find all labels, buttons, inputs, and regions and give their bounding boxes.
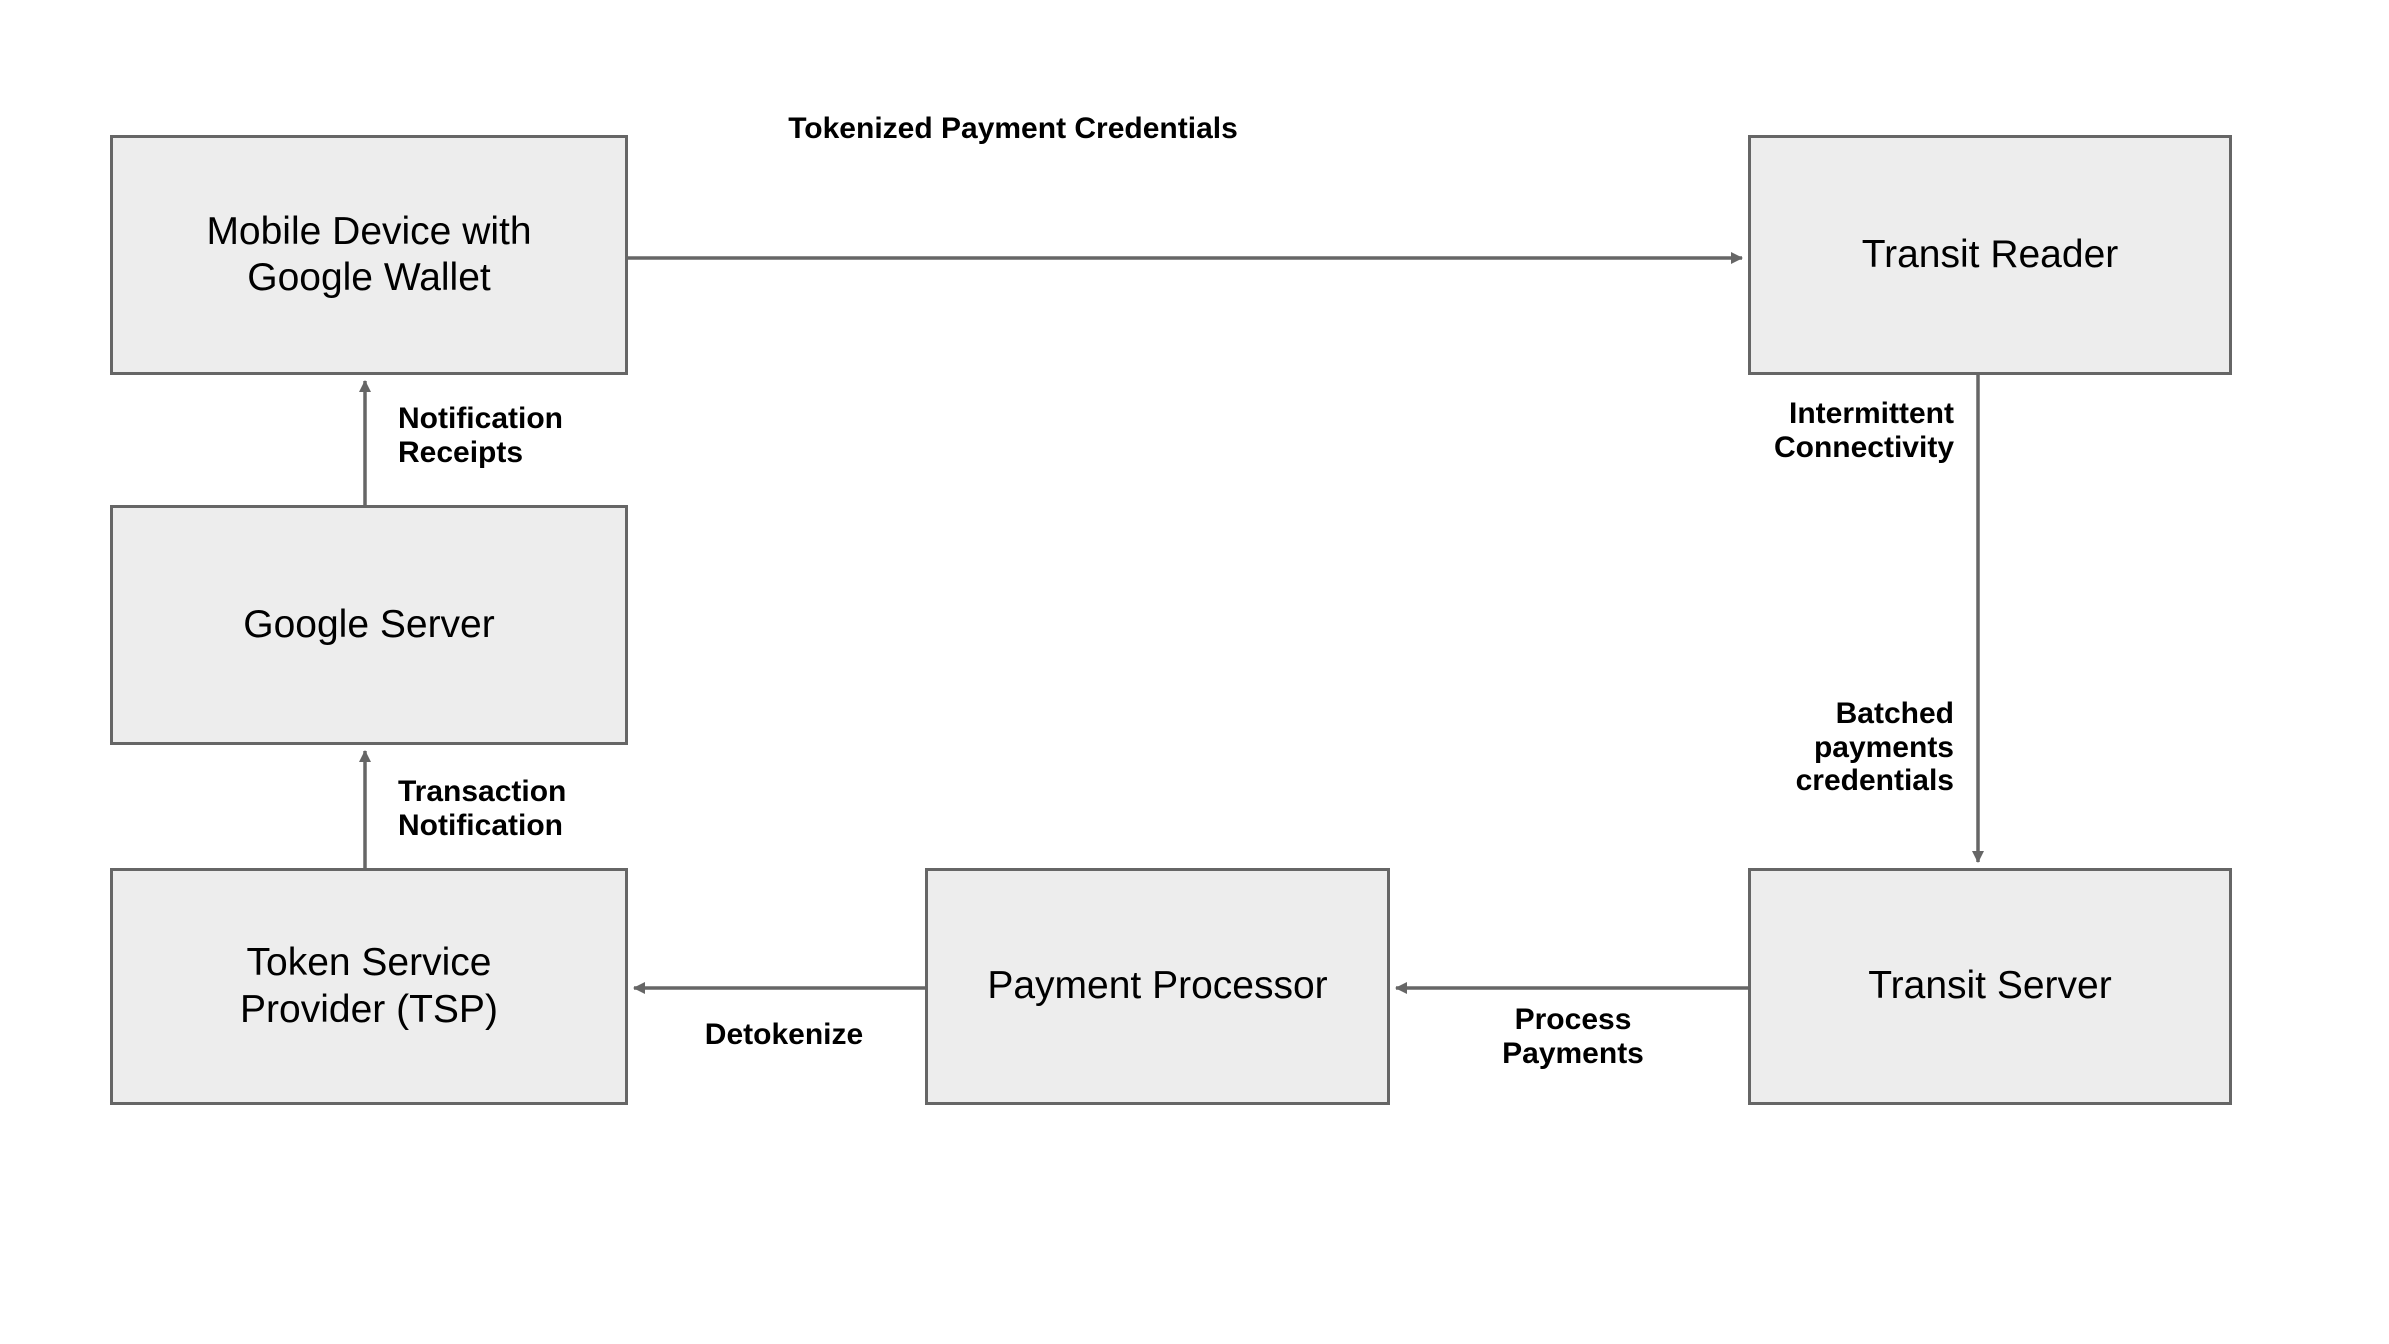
- edge-label-tokenized-payment-credentials: Tokenized Payment Credentials: [788, 112, 1238, 145]
- edge-label-batched-payments-credentials: Batched payments credentials: [1795, 697, 1954, 798]
- node-label-token-service-provider: Token Service Provider (TSP): [240, 941, 498, 1031]
- node-label-transit-reader: Transit Reader: [1861, 232, 2119, 276]
- node-label-google-server: Google Server: [243, 602, 495, 646]
- edge-label-intermittent-connectivity: Intermittent Connectivity: [1773, 397, 1954, 464]
- node-google-server[interactable]: Google Server: [110, 505, 628, 745]
- node-label-payment-processor: Payment Processor: [987, 964, 1328, 1008]
- node-transit-server[interactable]: Transit Server: [1748, 868, 2232, 1105]
- edge-label-notification-receipts: Notification Receipts: [398, 402, 563, 469]
- edge-label-transaction-notification: Transaction Notification: [398, 775, 567, 842]
- edge-label-detokenize: Detokenize: [704, 1018, 864, 1051]
- node-payment-processor[interactable]: Payment Processor: [925, 868, 1390, 1105]
- node-token-service-provider[interactable]: Token Service Provider (TSP): [110, 868, 628, 1105]
- node-mobile-device[interactable]: Mobile Device with Google Wallet: [110, 135, 628, 375]
- node-label-transit-server: Transit Server: [1868, 964, 2112, 1008]
- edge-label-process-payments: Process Payments: [1502, 1003, 1644, 1070]
- node-label-mobile-device: Mobile Device with Google Wallet: [206, 209, 532, 299]
- node-transit-reader[interactable]: Transit Reader: [1748, 135, 2232, 375]
